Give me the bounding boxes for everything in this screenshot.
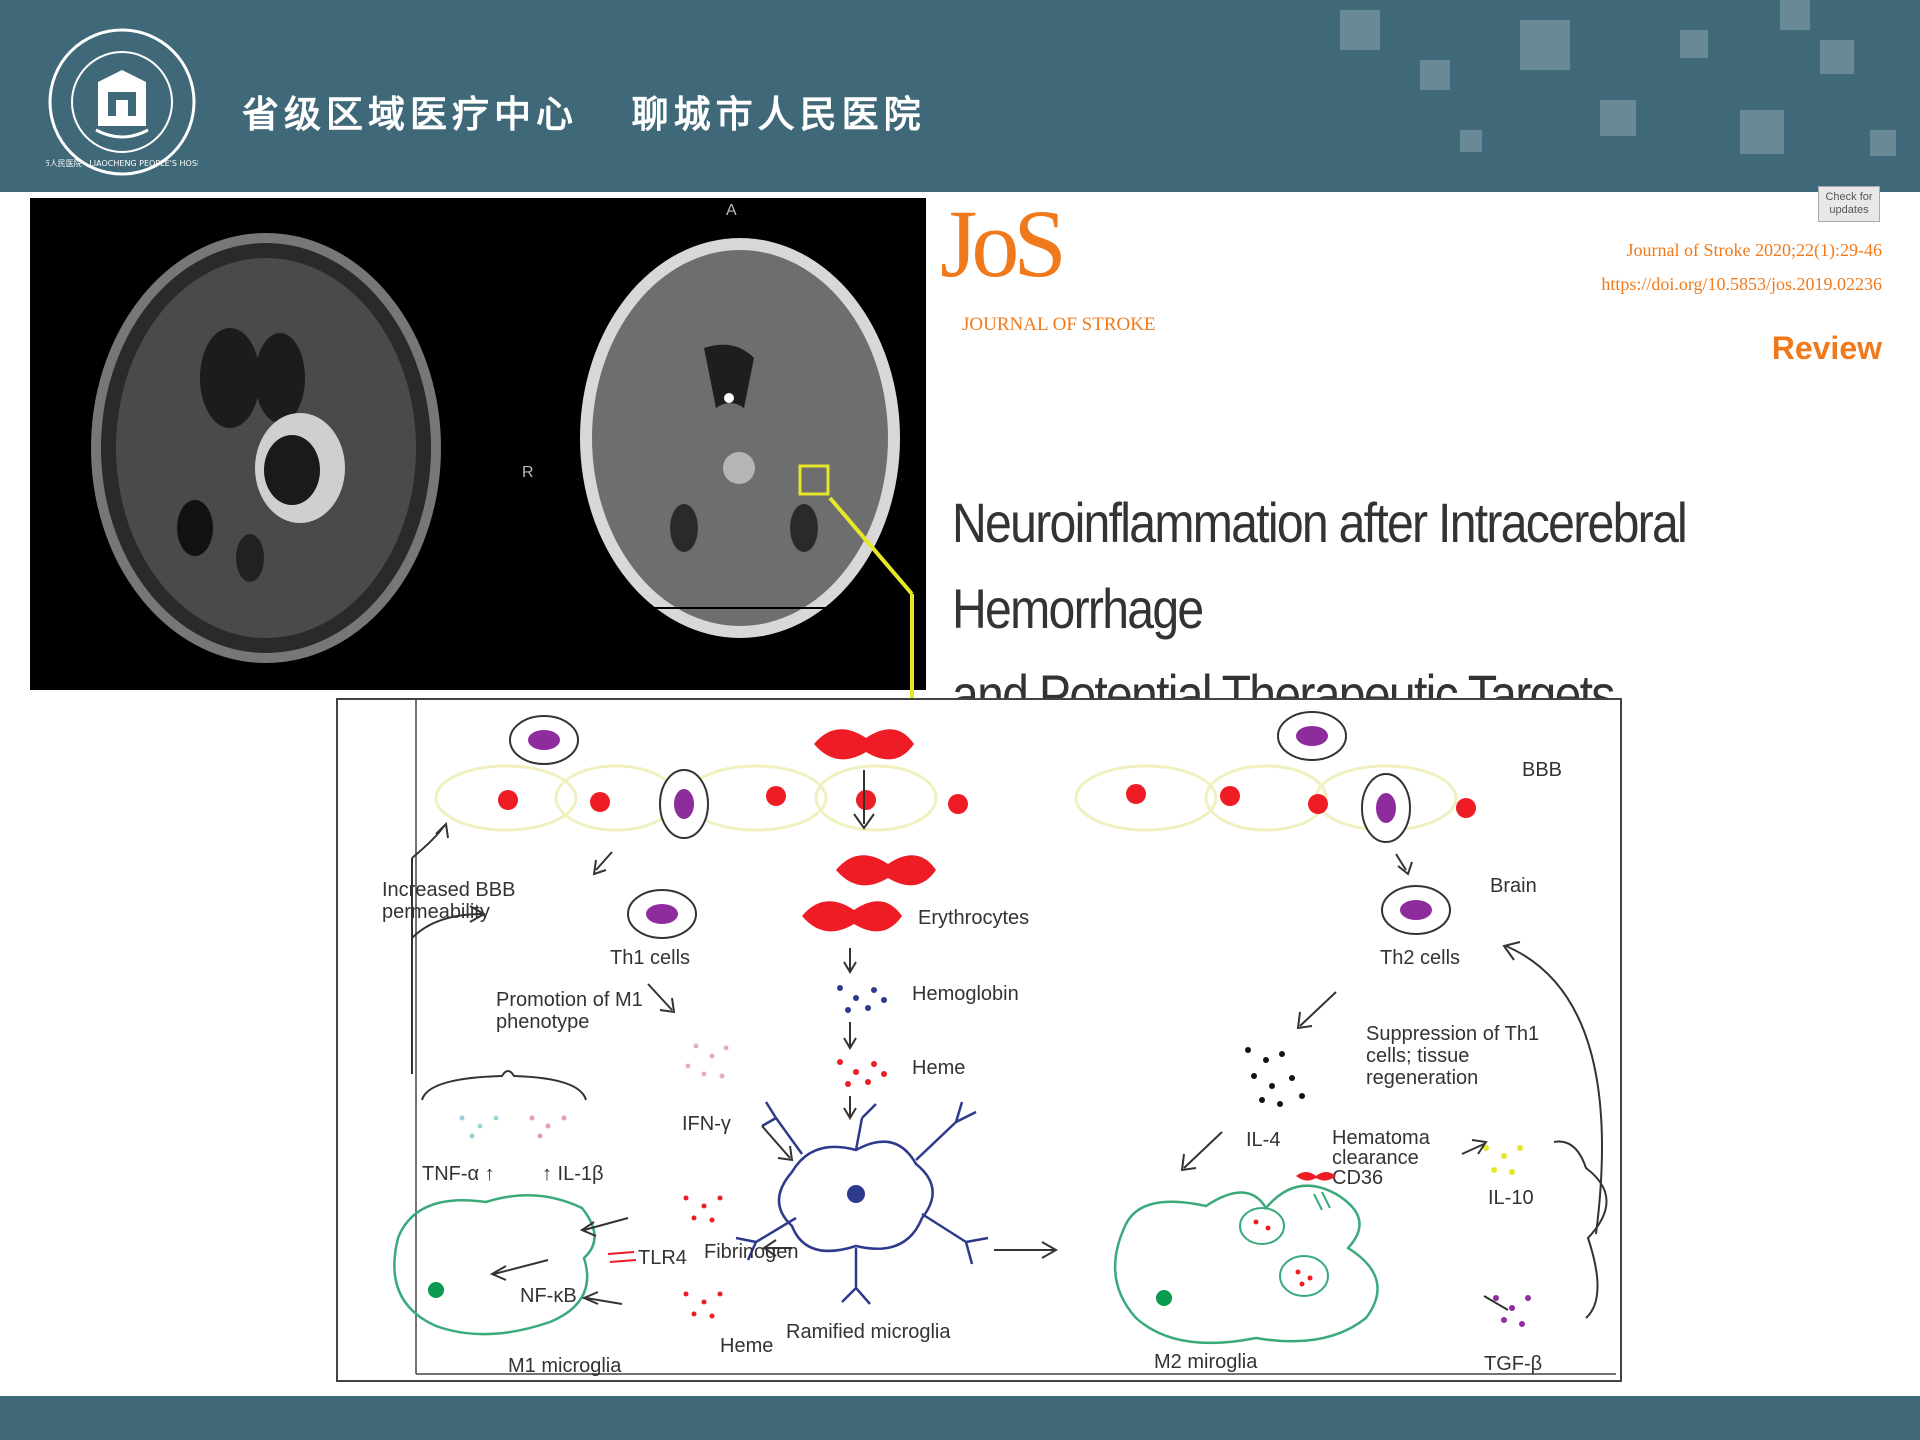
paper-title-line1: Neuroinflammation after Intracerebral He… — [952, 491, 1688, 640]
microglia-nucleus — [847, 1185, 865, 1203]
hospital-logo: 聊城市人民医院 · LIAOCHENG PEOPLE'S HOSPITAL — [46, 28, 198, 176]
hemoglobin-dots — [837, 985, 887, 1013]
label-increased-bbb-2: permeability — [382, 901, 490, 923]
label-m2: M2 miroglia — [1154, 1351, 1258, 1373]
label-hematoma-2: clearance — [1332, 1147, 1419, 1169]
label-promotion-2: phenotype — [496, 1011, 589, 1033]
jos-logo: JoS — [940, 190, 1067, 297]
label-il4: IL-4 — [1246, 1129, 1280, 1151]
m1-nucleus — [428, 1282, 444, 1298]
label-brain: Brain — [1490, 875, 1537, 897]
label-promotion-1: Promotion of M1 — [496, 989, 643, 1011]
header-pattern — [1340, 0, 1896, 156]
label-heme2: Heme — [720, 1335, 773, 1357]
il1b-dots — [529, 1115, 567, 1139]
label-erythrocytes: Erythrocytes — [918, 907, 1029, 929]
journal-name: JOURNAL OF STROKE — [962, 314, 1156, 335]
label-increased-bbb-1: Increased BBB — [382, 879, 515, 901]
label-ifn: IFN-γ — [682, 1113, 731, 1135]
article-type: Review — [1771, 330, 1882, 366]
label-tlr4: TLR4 — [638, 1247, 687, 1269]
ct-scan-image: A R — [504, 198, 926, 690]
check-updates-badge[interactable]: Check for updates — [1818, 186, 1880, 222]
fibrinogen-dots — [683, 1195, 723, 1223]
ct-marker-anterior: A — [726, 202, 737, 219]
label-il10: IL-10 — [1488, 1187, 1534, 1209]
label-ramified-microglia: Ramified microglia — [786, 1321, 951, 1343]
m2-microglia — [1113, 1184, 1379, 1345]
label-tgf: TGF-β — [1484, 1353, 1542, 1375]
label-cd36: CD36 — [1332, 1167, 1383, 1189]
label-suppression-2: cells; tissue — [1366, 1045, 1469, 1067]
heme2-dots — [683, 1291, 723, 1319]
bbb-nuclei — [498, 784, 1476, 818]
erythrocytes — [802, 729, 936, 932]
ifn-dots — [685, 1043, 729, 1079]
pathway-arrows — [411, 821, 1608, 1319]
mri-scan-image — [30, 198, 504, 690]
label-fibrinogen: Fibrinogen — [704, 1241, 799, 1263]
heme-dots — [837, 1059, 887, 1087]
label-bbb: BBB — [1522, 759, 1562, 781]
center-arrows — [843, 770, 875, 1120]
ct-roi-box — [798, 464, 830, 496]
tnf-dots — [459, 1115, 499, 1139]
label-heme: Heme — [912, 1057, 965, 1079]
tlr4-receptor — [607, 1251, 637, 1263]
cytokine-brace — [421, 1070, 587, 1101]
journal-citation: Journal of Stroke 2020;22(1):29-46 — [1626, 240, 1882, 260]
label-th2: Th2 cells — [1380, 947, 1460, 969]
neuroinflammation-diagram: BBB Brain Erythrocytes Hemoglobin Heme — [336, 698, 1622, 1382]
header-title: 省级区域医疗中心 聊城市人民医院 — [242, 93, 926, 136]
m2-nucleus — [1156, 1290, 1172, 1306]
label-hematoma-1: Hematoma — [1332, 1127, 1431, 1149]
footer-bar — [0, 1396, 1920, 1440]
header-bar: 聊城市人民医院 · LIAOCHENG PEOPLE'S HOSPITAL 省级… — [0, 0, 1920, 192]
cd36-receptor — [1313, 1191, 1331, 1211]
label-hemoglobin: Hemoglobin — [912, 983, 1019, 1005]
ct-marker-right: R — [522, 464, 534, 481]
label-nfkb: NF-κB — [520, 1285, 577, 1307]
svg-text:聊城市人民医院 · LIAOCHENG PEOPLE'S H: 聊城市人民医院 · LIAOCHENG PEOPLE'S HOSPITAL — [46, 158, 198, 168]
m2-phagosome-1 — [1239, 1207, 1285, 1245]
label-suppression-1: Suppression of Th1 — [1366, 1023, 1539, 1045]
il10-dots — [1483, 1145, 1523, 1175]
m1-microglia — [393, 1194, 596, 1336]
journal-doi[interactable]: https://doi.org/10.5853/jos.2019.02236 — [1601, 274, 1882, 294]
label-tnf: TNF-α ↑ — [422, 1163, 495, 1185]
cd36-erythrocyte — [1296, 1172, 1336, 1181]
label-th1: Th1 cells — [610, 947, 690, 969]
tgf-dots — [1493, 1295, 1531, 1327]
label-suppression-3: regeneration — [1366, 1067, 1478, 1089]
label-m1: M1 microglia — [508, 1355, 622, 1377]
ramified-microglia — [735, 1101, 989, 1305]
label-il1b: ↑ IL-1β — [542, 1163, 604, 1185]
il4-dots — [1245, 1047, 1305, 1107]
m2-phagosome-2 — [1279, 1255, 1329, 1297]
t-cells — [509, 711, 1451, 939]
